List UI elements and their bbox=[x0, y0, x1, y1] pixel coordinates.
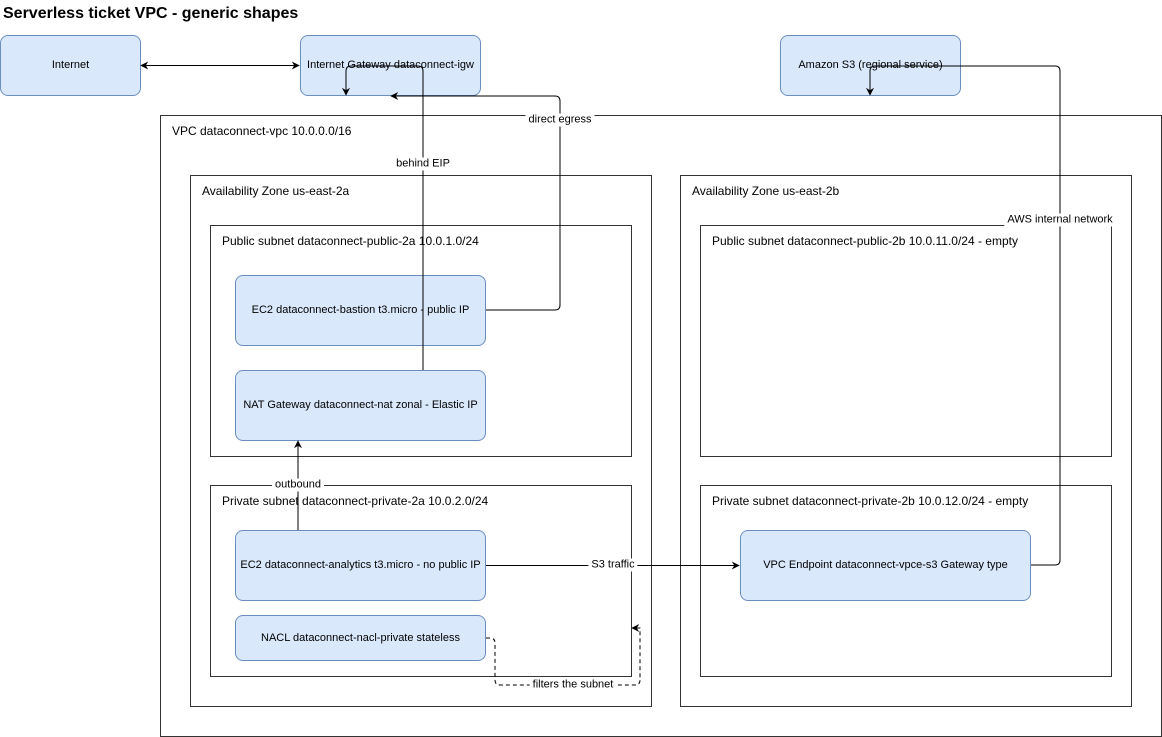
edge-label-direct-egress: direct egress bbox=[525, 113, 595, 127]
nat-gateway-node[interactable]: NAT Gateway dataconnect-nat zonal - Elas… bbox=[235, 370, 486, 441]
nacl-node[interactable]: NACL dataconnect-nacl-private stateless bbox=[235, 615, 486, 661]
edge-label-outbound: outbound bbox=[272, 478, 324, 492]
public-subnet-2a-label: Public subnet dataconnect-public-2a 10.0… bbox=[222, 234, 479, 248]
internet-node[interactable]: Internet bbox=[0, 35, 141, 96]
public-subnet-2a: Public subnet dataconnect-public-2a 10.0… bbox=[210, 225, 632, 457]
az-b-label: Availability Zone us-east-2b bbox=[692, 184, 840, 198]
edge-nat-igw bbox=[342, 65, 424, 370]
public-subnet-2b-label: Public subnet dataconnect-public-2b 10.0… bbox=[712, 234, 1018, 248]
az-a-container: Availability Zone us-east-2a bbox=[190, 175, 652, 707]
edge-label-aws-internal: AWS internal network bbox=[1004, 213, 1116, 227]
private-subnet-2b-label: Private subnet dataconnect-private-2b 10… bbox=[712, 494, 1029, 508]
edge-vpce-s3 bbox=[866, 65, 1061, 566]
private-subnet-2a-label: Private subnet dataconnect-private-2a 10… bbox=[222, 494, 489, 508]
bastion-ec2-node[interactable]: EC2 dataconnect-bastion t3.micro - publi… bbox=[235, 275, 486, 346]
az-a-label: Availability Zone us-east-2a bbox=[202, 184, 350, 198]
edge-label-filters: filters the subnet bbox=[529, 678, 617, 692]
diagram-title: Serverless ticket VPC - generic shapes bbox=[3, 5, 299, 22]
edge-nacl-subnet bbox=[486, 624, 641, 686]
analytics-ec2-node[interactable]: EC2 dataconnect-analytics t3.micro - no … bbox=[235, 530, 486, 601]
public-subnet-2b: Public subnet dataconnect-public-2b 10.0… bbox=[700, 225, 1112, 457]
vpc-endpoint-node[interactable]: VPC Endpoint dataconnect-vpce-s3 Gateway… bbox=[740, 530, 1031, 601]
edge-label-behind-eip: behind EIP bbox=[393, 157, 453, 171]
edge-label-s3-traffic: S3 traffic bbox=[588, 558, 638, 572]
vpc-label: VPC dataconnect-vpc 10.0.0.0/16 bbox=[172, 124, 352, 138]
edge-bastion-igw bbox=[390, 92, 561, 311]
private-subnet-2b: Private subnet dataconnect-private-2b 10… bbox=[700, 485, 1112, 677]
az-b-container: Availability Zone us-east-2b bbox=[680, 175, 1132, 707]
private-subnet-2a: Private subnet dataconnect-private-2a 10… bbox=[210, 485, 632, 677]
